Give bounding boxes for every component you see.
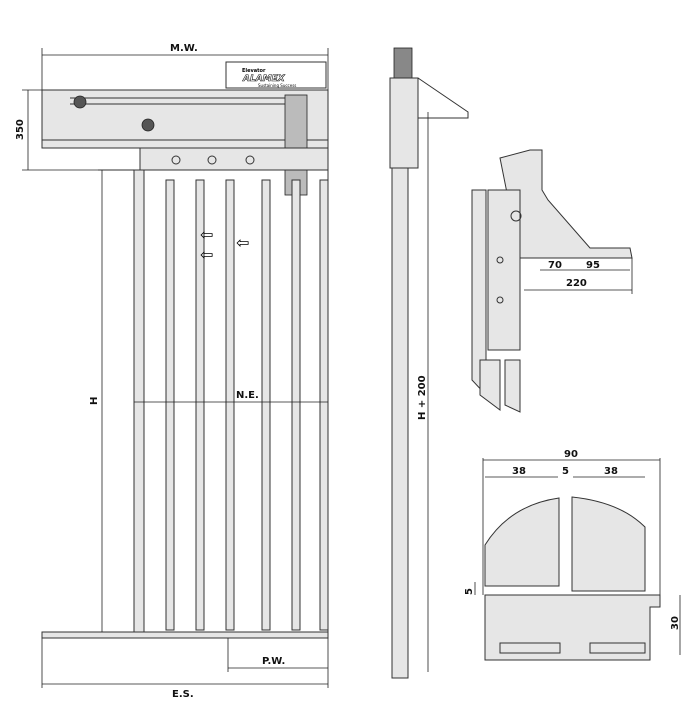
logo-brand: Elevator — [242, 68, 266, 74]
h-label: H — [89, 397, 100, 405]
header-height-label: 350 — [15, 119, 26, 140]
open-arrow-icon: ⇦ — [236, 233, 249, 252]
dim-70: 70 — [548, 260, 562, 271]
operator-header — [41, 89, 329, 149]
side-view: H + 200 — [389, 47, 469, 679]
open-arrow-icon: ⇦ — [200, 225, 213, 244]
logo-plate — [225, 61, 327, 89]
pw-label: P.W. — [262, 656, 285, 667]
dim-38-right: 38 — [604, 466, 618, 477]
logo-tagline: Sustaining Success — [258, 83, 296, 88]
dim-gap: 5 — [562, 466, 569, 477]
dim-30: 30 — [670, 616, 681, 630]
sill-section-detail: 90 38 5 38 5 30 — [464, 449, 681, 661]
dim-90: 90 — [564, 449, 578, 460]
h200-label: H + 200 — [417, 375, 428, 420]
es-label: E.S. — [172, 689, 194, 700]
mw-label: M.W. — [170, 43, 198, 54]
dim-5-vertical: 5 — [464, 588, 475, 595]
front-view: M.W. Elevator ALAMEX Sustaining Success … — [15, 43, 329, 700]
alamex-logo: ALAMEX — [242, 74, 286, 84]
dim-38-left: 38 — [512, 466, 526, 477]
sill — [41, 631, 329, 639]
hanger-detail: 70 95 220 — [471, 149, 633, 413]
door-panel-side — [391, 167, 409, 679]
ne-label: N.E. — [236, 390, 259, 401]
dim-220: 220 — [566, 278, 587, 289]
dim-95: 95 — [586, 260, 600, 271]
open-arrow-icon: ⇦ — [200, 245, 213, 264]
